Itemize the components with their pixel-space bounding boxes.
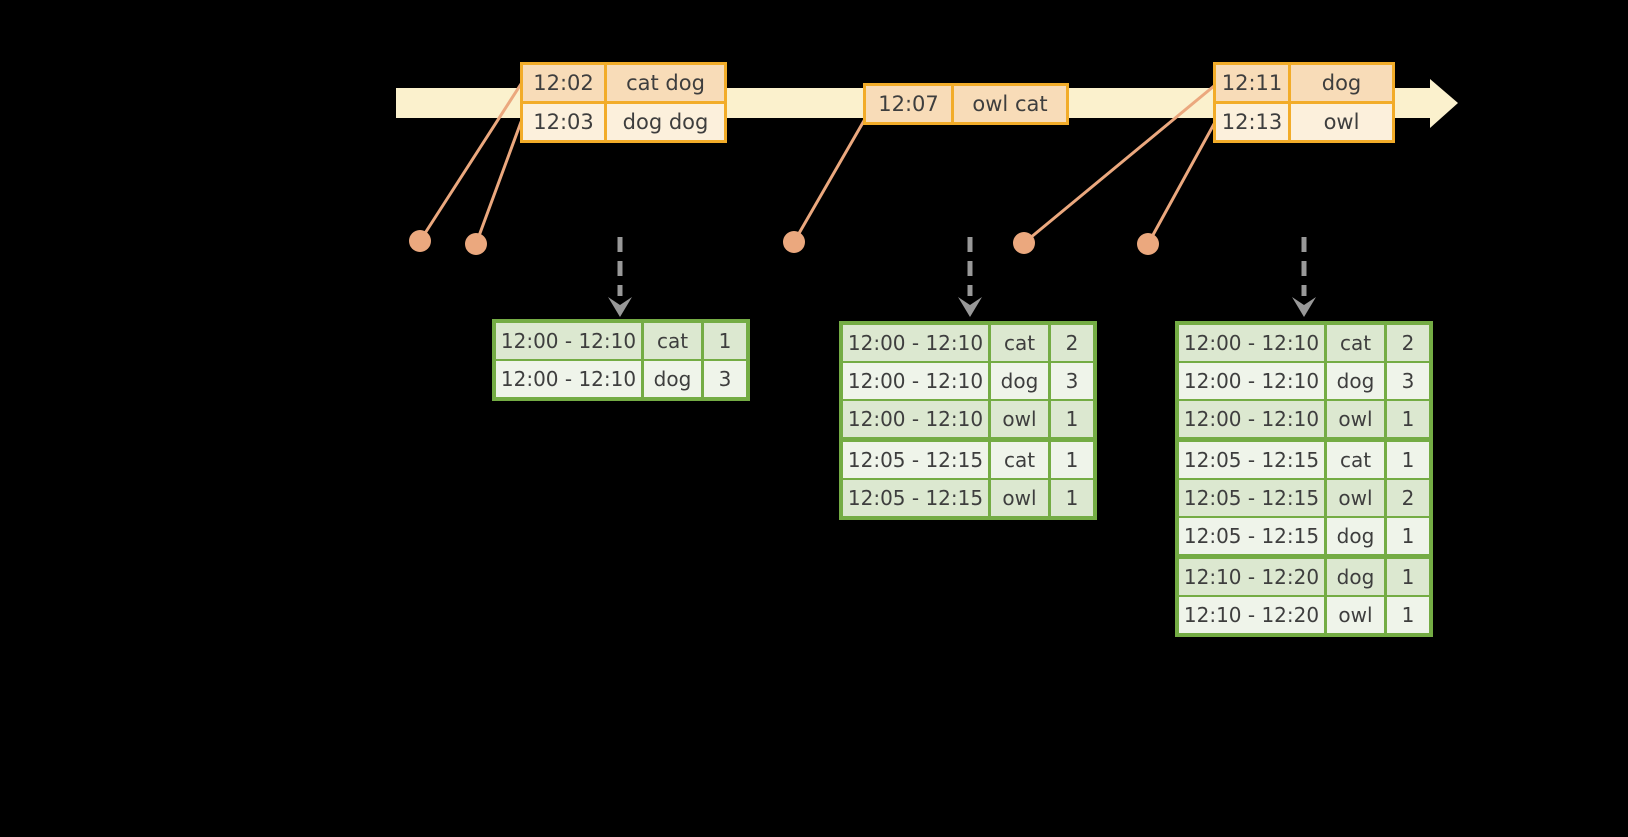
event-connector-line xyxy=(418,82,523,243)
value-cell: owl xyxy=(1291,104,1392,140)
animal-cell: cat xyxy=(1327,325,1384,361)
window-cell: 12:00 - 12:10 xyxy=(843,363,988,399)
time-cell: 12:03 xyxy=(523,104,604,140)
event-dot xyxy=(465,233,487,255)
animal-cell: owl xyxy=(991,480,1048,516)
time-cell: 12:07 xyxy=(866,86,951,122)
window-cell: 12:00 - 12:10 xyxy=(496,323,641,359)
window-cell: 12:00 - 12:10 xyxy=(1179,363,1324,399)
count-cell: 1 xyxy=(1051,401,1093,437)
count-cell: 2 xyxy=(1051,325,1093,361)
time-cell: 12:02 xyxy=(523,65,604,101)
count-cell: 1 xyxy=(1051,480,1093,516)
window-cell: 12:10 - 12:20 xyxy=(1179,597,1324,633)
time-cell: 12:13 xyxy=(1216,104,1288,140)
animal-cell: cat xyxy=(991,442,1048,478)
animal-cell: cat xyxy=(644,323,701,359)
event-connector-line xyxy=(1146,122,1216,246)
value-cell: owl cat xyxy=(954,86,1066,122)
count-cell: 1 xyxy=(1387,597,1429,633)
trigger-arrow xyxy=(958,237,982,317)
animal-cell: owl xyxy=(1327,480,1384,516)
window-cell: 12:00 - 12:10 xyxy=(843,401,988,437)
trigger-arrow xyxy=(1292,237,1316,317)
arrow-down-icon xyxy=(608,297,632,317)
animal-cell: dog xyxy=(644,361,701,397)
count-cell: 1 xyxy=(1387,518,1429,554)
value-cell: dog xyxy=(1291,65,1392,101)
count-cell: 3 xyxy=(1051,363,1093,399)
value-cell: cat dog xyxy=(607,65,724,101)
window-cell: 12:00 - 12:10 xyxy=(843,325,988,361)
animal-cell: owl xyxy=(1327,401,1384,437)
timeline-arrowhead-icon xyxy=(1430,79,1458,128)
count-cell: 1 xyxy=(1051,442,1093,478)
window-cell: 12:05 - 12:15 xyxy=(1179,480,1324,516)
count-cell: 3 xyxy=(1387,363,1429,399)
animal-cell: dog xyxy=(991,363,1048,399)
event-connector-line xyxy=(1022,84,1216,245)
window-cell: 12:00 - 12:10 xyxy=(496,361,641,397)
event-dot xyxy=(409,230,431,252)
animal-cell: dog xyxy=(1327,363,1384,399)
window-cell: 12:00 - 12:10 xyxy=(1179,401,1324,437)
animal-cell: cat xyxy=(991,325,1048,361)
window-cell: 12:05 - 12:15 xyxy=(843,480,988,516)
value-cell: dog dog xyxy=(607,104,724,140)
trigger-arrow xyxy=(608,237,632,317)
arrow-down-icon xyxy=(958,297,982,317)
time-cell: 12:11 xyxy=(1216,65,1288,101)
window-cell: 12:10 - 12:20 xyxy=(1179,559,1324,595)
count-cell: 1 xyxy=(1387,401,1429,437)
event-dot xyxy=(1013,232,1035,254)
event-connector-line xyxy=(474,120,523,246)
count-cell: 1 xyxy=(1387,442,1429,478)
animal-cell: owl xyxy=(1327,597,1384,633)
window-cell: 12:05 - 12:15 xyxy=(1179,518,1324,554)
count-cell: 2 xyxy=(1387,480,1429,516)
count-cell: 3 xyxy=(704,361,746,397)
event-dot xyxy=(783,231,805,253)
count-cell: 1 xyxy=(1387,559,1429,595)
event-connector-line xyxy=(792,117,867,244)
arrow-down-icon xyxy=(1292,297,1316,317)
event-dot xyxy=(1137,233,1159,255)
window-cell: 12:05 - 12:15 xyxy=(1179,442,1324,478)
count-cell: 2 xyxy=(1387,325,1429,361)
animal-cell: owl xyxy=(991,401,1048,437)
window-cell: 12:05 - 12:15 xyxy=(843,442,988,478)
window-cell: 12:00 - 12:10 xyxy=(1179,325,1324,361)
animal-cell: dog xyxy=(1327,559,1384,595)
count-cell: 1 xyxy=(704,323,746,359)
animal-cell: dog xyxy=(1327,518,1384,554)
animal-cell: cat xyxy=(1327,442,1384,478)
